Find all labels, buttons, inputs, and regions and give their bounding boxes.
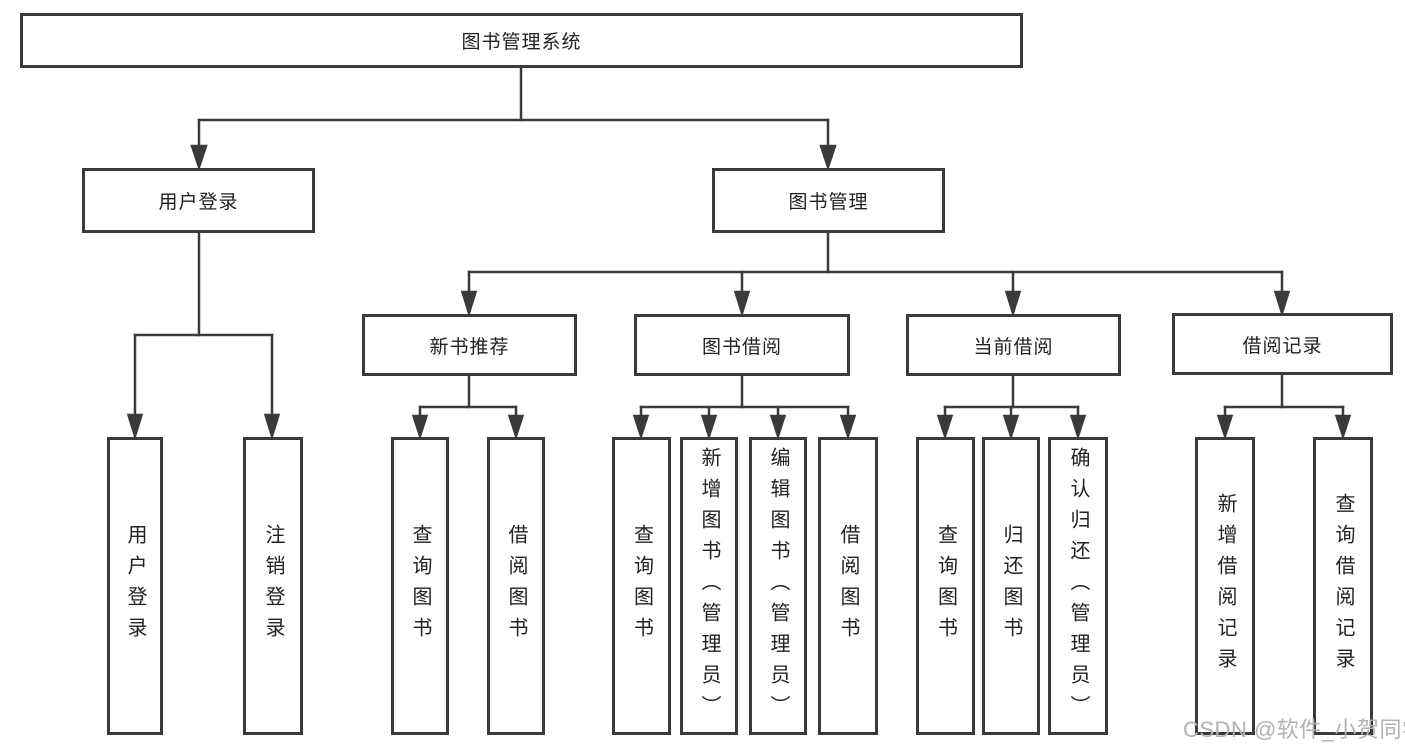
leaf-label: 新增借阅记录: [1214, 493, 1236, 679]
leaf-return-book: 归还图书: [982, 437, 1040, 735]
leaf-label: 用户登录: [124, 524, 146, 648]
arrowhead-down-icon: [1216, 414, 1234, 441]
arrowhead-down-icon: [1334, 414, 1352, 441]
node-borrow-record: 借阅记录: [1172, 313, 1393, 375]
leaf-query-books-borrow: 查询图书: [612, 437, 671, 735]
leaf-label: 归还图书: [1000, 524, 1022, 648]
connector-bookborrow-to-leaves: [632, 374, 857, 441]
leaf-add-borrow-record: 新增借阅记录: [1195, 437, 1255, 735]
leaf-borrow-books-recommend: 借阅图书: [487, 437, 545, 735]
arrowhead-down-icon: [263, 413, 281, 441]
connector-currentborrow-to-leaves: [936, 374, 1087, 441]
leaf-edit-book-admin: 编辑图书（管理员）: [749, 437, 807, 735]
node-new-book-recommend: 新书推荐: [362, 314, 577, 376]
arrowhead-down-icon: [1002, 414, 1020, 441]
arrowhead-down-icon: [632, 414, 650, 441]
arrowhead-down-icon: [460, 290, 478, 318]
leaf-label: 编辑图书（管理员）: [767, 446, 789, 726]
leaf-logout: 注销登录: [243, 437, 303, 735]
leaf-label: 新增图书（管理员）: [698, 446, 720, 726]
node-label: 图书管理: [788, 192, 869, 213]
node-label: 用户登录: [158, 192, 239, 213]
leaf-label: 查询图书: [409, 524, 431, 648]
node-current-borrow: 当前借阅: [906, 314, 1121, 376]
leaf-query-books-current: 查询图书: [916, 437, 975, 735]
leaf-label: 查询借阅记录: [1332, 493, 1354, 679]
node-label: 新书推荐: [429, 336, 510, 358]
arrowhead-down-icon: [733, 290, 751, 318]
leaf-confirm-return-admin: 确认归还（管理员）: [1048, 437, 1108, 735]
connector-newbook-to-leaves: [411, 374, 525, 441]
leaf-label: 查询图书: [934, 524, 957, 648]
connector-bookmgmt-to-level3: [460, 231, 1291, 318]
connector-userlogin-to-leaves: [126, 231, 281, 441]
arrowhead-down-icon: [819, 144, 837, 171]
node-label: 借阅记录: [1242, 335, 1323, 357]
csdn-watermark: CSDN @软件_小贺同学: [1183, 717, 1405, 742]
arrowhead-down-icon: [1273, 290, 1291, 318]
arrowhead-down-icon: [126, 413, 144, 441]
leaf-add-book-admin: 新增图书（管理员）: [680, 437, 738, 735]
connector-borrowrecord-to-leaves: [1216, 373, 1352, 441]
leaf-borrow-books: 借阅图书: [818, 437, 878, 735]
node-book-management: 图书管理: [712, 168, 945, 233]
arrowhead-down-icon: [839, 414, 857, 441]
leaf-user-login: 用户登录: [107, 437, 163, 735]
arrowhead-down-icon: [1004, 290, 1022, 318]
arrowhead-down-icon: [700, 414, 718, 441]
arrowhead-down-icon: [936, 414, 954, 441]
arrowhead-down-icon: [1069, 414, 1087, 441]
arrowhead-down-icon: [507, 414, 525, 441]
leaf-label: 查询图书: [630, 524, 653, 648]
node-label: 图书管理系统: [461, 32, 582, 53]
leaf-query-books-recommend: 查询图书: [391, 437, 449, 735]
leaf-label: 借阅图书: [837, 524, 859, 648]
leaf-label: 借阅图书: [505, 524, 527, 648]
node-root-system: 图书管理系统: [20, 13, 1023, 68]
node-user-login: 用户登录: [82, 168, 315, 233]
leaf-label: 确认归还（管理员）: [1067, 446, 1089, 726]
arrowhead-down-icon: [769, 414, 787, 441]
connector-root-to-level2: [190, 66, 837, 171]
arrowhead-down-icon: [411, 414, 429, 441]
node-label: 当前借阅: [973, 336, 1054, 358]
node-book-borrow: 图书借阅: [634, 314, 850, 376]
node-label: 图书借阅: [701, 336, 782, 358]
leaf-label: 注销登录: [262, 524, 284, 648]
arrowhead-down-icon: [190, 144, 208, 171]
leaf-query-borrow-record: 查询借阅记录: [1313, 437, 1373, 735]
